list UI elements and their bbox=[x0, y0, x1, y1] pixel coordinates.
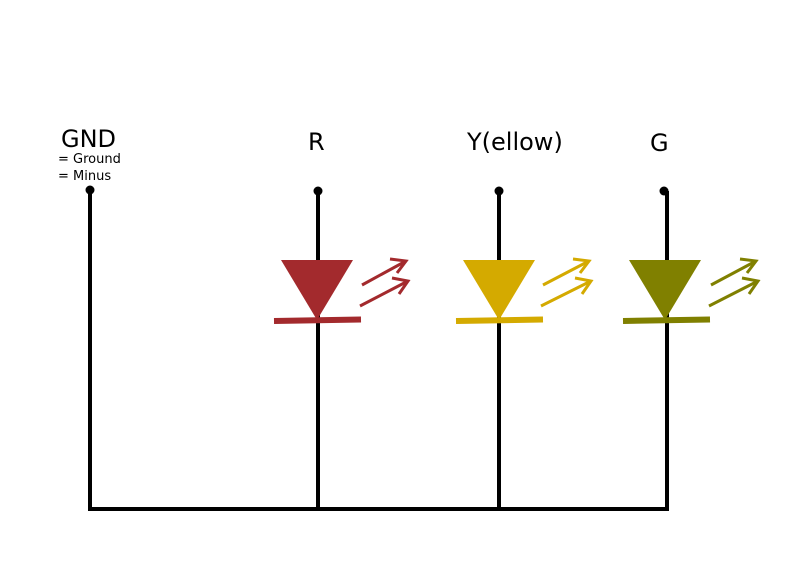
led-green bbox=[622, 257, 761, 324]
wires bbox=[88, 190, 669, 511]
led-red-cathode-bar bbox=[273, 316, 362, 324]
red-terminal-dot bbox=[313, 186, 323, 196]
gnd-ground-note: = Ground bbox=[58, 152, 121, 167]
led-yellow-cathode-bar bbox=[455, 316, 544, 324]
yellow-terminal-dot bbox=[494, 186, 504, 196]
led-red bbox=[273, 257, 411, 324]
yellow-led-label: Y(ellow) bbox=[467, 128, 563, 156]
led-yellow-light-arrows-icon bbox=[540, 257, 594, 308]
green-led-label: G bbox=[650, 129, 669, 157]
gnd-terminal-dot bbox=[85, 185, 95, 195]
gnd-label: GND bbox=[61, 125, 117, 153]
led-green-light-arrows-icon bbox=[708, 257, 761, 308]
terminals bbox=[85, 185, 669, 196]
green-terminal-dot bbox=[659, 186, 669, 196]
led-green-cathode-bar bbox=[622, 316, 711, 324]
led-yellow-triangle-icon bbox=[463, 260, 535, 320]
gnd-minus-note: = Minus bbox=[58, 169, 112, 184]
led-green-triangle-icon bbox=[629, 260, 701, 320]
ground-bus-wire bbox=[88, 190, 669, 511]
led-yellow bbox=[455, 257, 594, 324]
led-red-light-arrows-icon bbox=[359, 257, 411, 308]
led-red-triangle-icon bbox=[281, 260, 353, 320]
red-led-label: R bbox=[308, 128, 325, 156]
